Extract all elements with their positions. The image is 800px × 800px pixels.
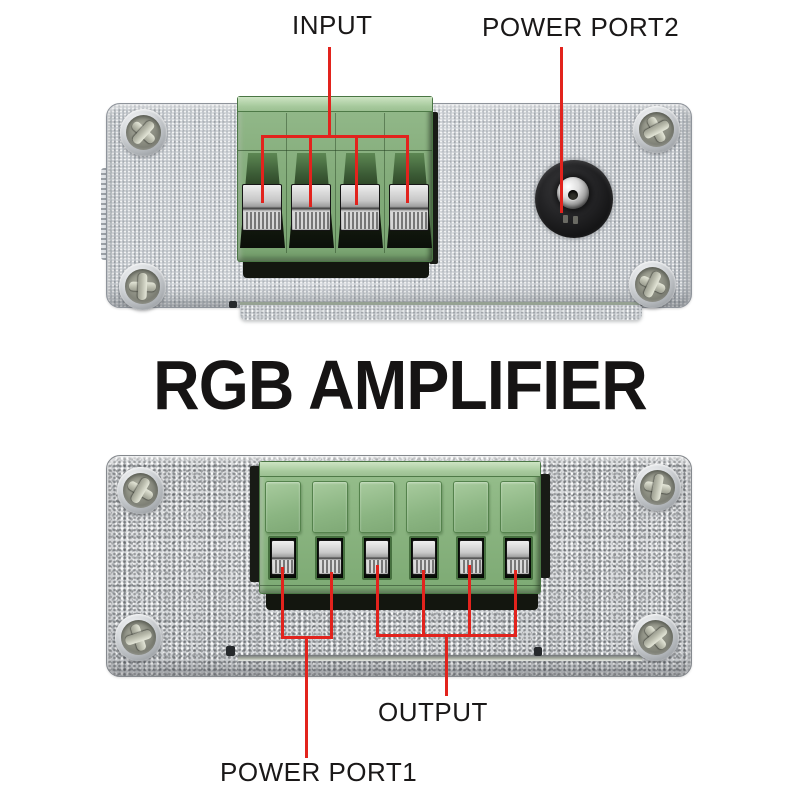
slot-end-mark	[229, 301, 237, 308]
power-port1-terminal-drop	[330, 572, 333, 639]
jack-contact	[573, 216, 578, 224]
wire-slot-panel	[500, 481, 536, 533]
wire-slot-panel	[312, 481, 348, 533]
block-seam-line	[260, 585, 540, 586]
power-port1-leader-line	[305, 636, 308, 758]
power-port1-terminal-drop	[281, 567, 284, 639]
block-shadow-edge	[250, 466, 260, 582]
output-label: OUTPUT	[378, 697, 488, 727]
corner-screw	[629, 261, 676, 308]
terminal-block-lid	[238, 97, 432, 112]
screw-cross-bar	[137, 272, 148, 301]
input-terminal-drop	[309, 135, 312, 207]
power-port2-leader-line	[560, 47, 563, 213]
corner-screw	[633, 106, 680, 153]
input-branch-line	[261, 135, 409, 138]
jack-contact	[563, 215, 568, 223]
product-title: RGB AMPLIFIER	[153, 346, 648, 424]
case-edge-serration	[101, 168, 109, 260]
block-divider	[384, 113, 385, 253]
terminal-slot	[307, 462, 354, 595]
corner-screw	[632, 614, 679, 661]
terminal-screw	[340, 184, 380, 231]
output-leader-line	[445, 634, 448, 696]
terminal-slot	[448, 462, 495, 595]
corner-screw	[634, 464, 681, 511]
terminal-block-base	[243, 262, 429, 278]
input-terminal-drop	[355, 135, 358, 205]
terminal-slot	[336, 97, 385, 263]
output-terminal-drop	[376, 565, 379, 637]
slot-end-mark	[226, 646, 235, 656]
block-divider	[286, 113, 287, 253]
input-terminal-drop	[261, 135, 264, 203]
output-terminal-drop	[422, 570, 425, 637]
jack-pin-hole	[568, 190, 578, 200]
block-divider	[335, 113, 336, 253]
block-seam-line	[238, 150, 432, 151]
case-slot-groove	[238, 655, 642, 661]
terminal-screw	[412, 540, 436, 575]
terminal-block-base	[266, 594, 538, 610]
wire-slot-panel	[359, 481, 395, 533]
input-terminal-drop	[406, 135, 409, 203]
dc-power-jack	[535, 160, 613, 238]
terminal-block-lid	[260, 462, 540, 477]
corner-screw	[117, 467, 164, 514]
case-slot-lip	[240, 302, 642, 320]
terminal-screw	[318, 540, 342, 575]
wire-slot-panel	[406, 481, 442, 533]
corner-screw	[120, 109, 167, 156]
input-label: INPUT	[292, 10, 373, 40]
terminal-slot	[385, 97, 434, 263]
corner-screw	[115, 614, 162, 661]
terminal-screw	[389, 184, 429, 231]
terminal-screw	[242, 184, 282, 231]
input-leader-line	[328, 47, 331, 137]
output-terminal-drop	[514, 570, 517, 637]
power-port1-label: POWER PORT1	[220, 757, 418, 787]
terminal-slot	[260, 462, 307, 595]
power-port2-label: POWER PORT2	[482, 12, 680, 42]
output-terminal-block	[259, 461, 541, 594]
slot-end-mark	[534, 647, 542, 656]
block-shadow-edge	[540, 474, 550, 578]
terminal-slot	[401, 462, 448, 595]
terminal-screw	[459, 540, 483, 575]
terminal-slot	[495, 462, 542, 595]
input-terminal-block	[237, 96, 433, 262]
block-shadow-edge	[429, 112, 438, 264]
wire-slot-panel	[265, 481, 301, 533]
wire-slot-panel	[453, 481, 489, 533]
corner-screw	[119, 263, 166, 310]
output-terminal-drop	[468, 565, 471, 637]
terminal-screw	[506, 540, 530, 575]
